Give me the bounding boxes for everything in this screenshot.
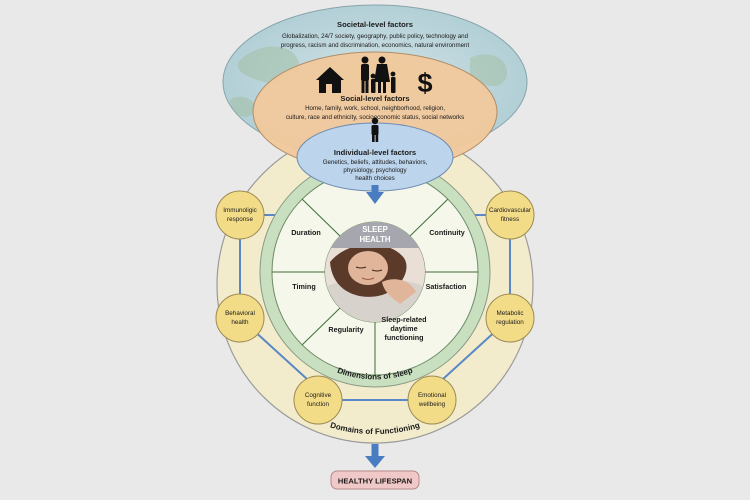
sleep-health-line2: HEALTH <box>359 235 390 244</box>
metabolic-line1: Metabolic <box>497 310 524 317</box>
societal-line1: Globalization, 24/7 society, geography, … <box>282 33 469 40</box>
dimension-satisfaction: Satisfaction <box>426 282 467 291</box>
person-icon <box>371 117 379 142</box>
domain-node-cognitive: Cognitive function <box>293 375 343 425</box>
family-icon <box>361 56 396 93</box>
individual-title: Individual-level factors <box>334 148 416 157</box>
dimension-daytime-line2: daytime <box>390 324 417 333</box>
dimension-daytime-line3: functioning <box>384 333 423 342</box>
individual-line1: Genetics, beliefs, attitudes, behaviors, <box>323 159 428 166</box>
dimension-timing: Timing <box>292 282 315 291</box>
domain-node-metabolic: Metabolic regulation <box>485 293 535 343</box>
sleep-health-line1: SLEEP <box>362 225 388 234</box>
social-title: Social-level factors <box>340 94 409 103</box>
emotional-line2: wellbeing <box>418 401 446 408</box>
dimension-dividers <box>272 198 478 375</box>
emotional-line1: Emotional <box>418 392 446 399</box>
dimension-duration: Duration <box>291 228 321 237</box>
dimension-daytime-line1: Sleep-related <box>381 315 426 324</box>
cardio-line1: Cardiovascular <box>489 207 531 214</box>
cardio-line2: fitness <box>501 216 519 223</box>
behavioral-line2: health <box>231 319 249 326</box>
dollar-icon: $ <box>417 68 432 98</box>
healthy-lifespan-label: HEALTHY LIFESPAN <box>338 477 412 486</box>
individual-line2: physiology, psychology <box>343 167 407 174</box>
down-arrow-icon <box>365 444 385 468</box>
metabolic-line2: regulation <box>496 319 524 326</box>
domain-node-emotional: Emotional wellbeing <box>407 375 457 425</box>
cognitive-line1: Cognitive <box>305 392 332 399</box>
societal-title: Societal-level factors <box>337 20 413 29</box>
social-line2: culture, race and ethnicity, socioeconom… <box>286 114 464 121</box>
house-icon <box>316 67 344 93</box>
domain-node-cardiovascular: Cardiovascular fitness <box>485 190 535 240</box>
social-line1: Home, family, work, school, neighborhood… <box>305 105 445 112</box>
societal-line2: progress, racism and discrimination, eco… <box>281 42 470 49</box>
individual-line3: health choices <box>355 175 395 182</box>
domain-node-behavioral: Behavioral health <box>215 293 265 343</box>
cognitive-line2: function <box>307 401 330 408</box>
dimension-continuity: Continuity <box>429 228 465 237</box>
immunologic-line2: response <box>227 216 253 223</box>
dimension-regularity: Regularity <box>328 325 363 334</box>
down-arrow-icon <box>366 185 384 204</box>
immunologic-line1: Immunoligic <box>223 207 257 214</box>
healthy-lifespan-box <box>330 470 420 490</box>
domain-node-immunologic: Immunoligic response <box>215 190 265 240</box>
behavioral-line1: Behavioral <box>225 310 255 317</box>
